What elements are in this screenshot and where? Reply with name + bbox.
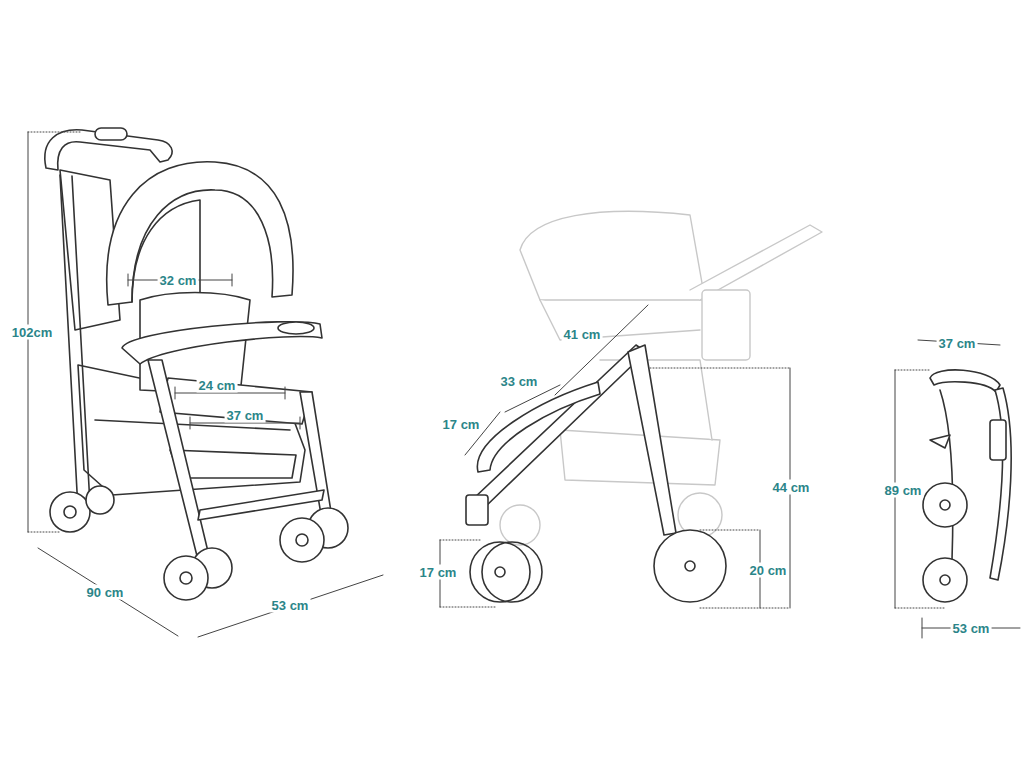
dimension-label: 17 cm [441,417,482,432]
dimension-label: 37 cm [225,408,266,423]
dimension-label: 24 cm [197,378,238,393]
dimension-label: 32 cm [158,273,199,288]
dimension-label: 41 cm [562,327,603,342]
dimension-label: 53 cm [270,598,311,613]
dimension-label: 90 cm [85,585,126,600]
dimension-label: 33 cm [499,374,540,389]
dimension-label: 102cm [10,325,54,340]
dimension-label: 44 cm [771,480,812,495]
dimension-label: 20 cm [748,563,789,578]
dimension-label: 89 cm [883,483,924,498]
dimension-label: 37 cm [937,336,978,351]
dimension-label: 17 cm [418,565,459,580]
dimension-label: 53 cm [951,621,992,636]
